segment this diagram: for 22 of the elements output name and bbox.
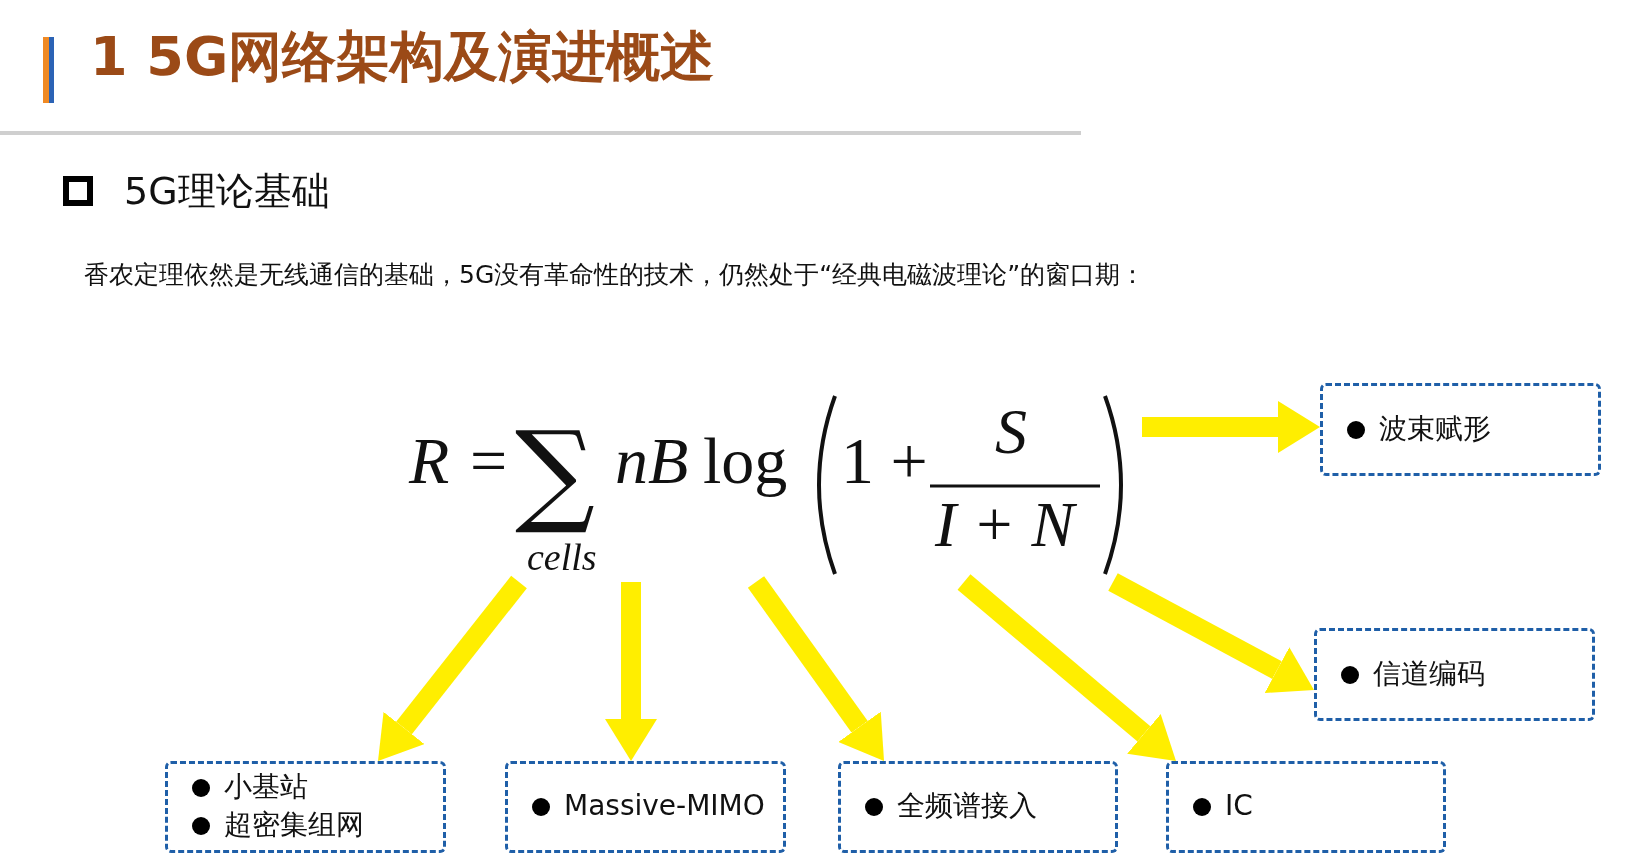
dashed-box <box>1314 628 1595 721</box>
intro-sentence: 香农定理依然是无线通信的基础，5G没有革命性的技术，仍然处于“经典电磁波理论”的窗口期： <box>84 262 1146 287</box>
title: 1 5G网络架构及演进概述 <box>90 30 715 84</box>
bullet-text: 小基站 <box>224 773 308 801</box>
bullet-text: Massive-MIMO <box>564 792 765 820</box>
dashed-box <box>165 761 446 853</box>
dashed-box <box>1166 761 1446 853</box>
arrow <box>747 576 885 761</box>
dashed-box <box>838 761 1118 853</box>
bullet-text: 信道编码 <box>1373 659 1485 688</box>
bullet-text: IC <box>1225 792 1253 820</box>
arrow <box>605 582 657 761</box>
bullet-text: 全频谱接入 <box>897 792 1037 820</box>
arrow <box>1142 401 1320 453</box>
bullet-text: 超密集组网 <box>224 811 364 839</box>
arrow <box>1108 573 1314 693</box>
arrow <box>378 575 527 761</box>
section-heading: 5G理论基础 <box>124 172 330 210</box>
dashed-box <box>1320 383 1601 476</box>
arrow <box>957 574 1176 761</box>
dashed-box <box>505 761 786 853</box>
bullet-text: 波束赋形 <box>1379 414 1491 443</box>
